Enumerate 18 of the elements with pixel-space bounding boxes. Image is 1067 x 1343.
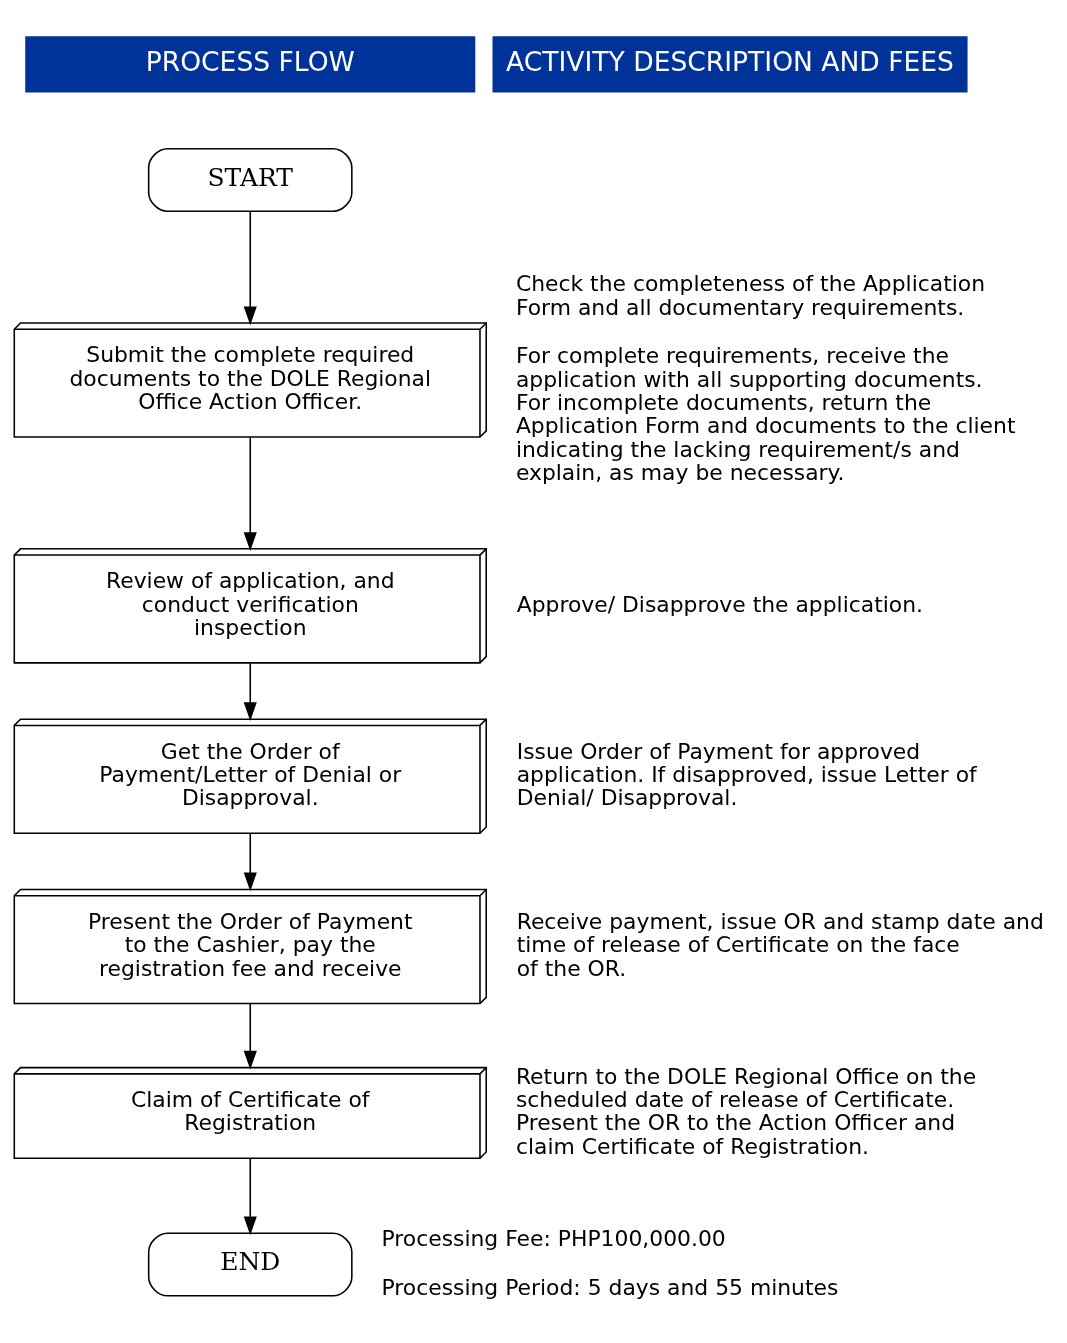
node-label: Receive payment, issue OR and stamp date and time of release of Certificate on the face of the OR. <box>516 908 1044 981</box>
label: PROCESS FLOW <box>145 45 355 77</box>
node-label: Processing Fee: PHP100,000.00 <box>381 1226 726 1252</box>
node-label: Approve/ Disapprove the application. <box>516 591 923 617</box>
node-label: Processing Period: 5 days and 55 minutes <box>381 1274 839 1300</box>
node-label: Check the completeness of the Application Form and all documentary requirements. <box>515 271 986 320</box>
node-label: Return to the DOLE Regional Office on the scheduled date of release of Certificate. Present the OR to the Action Officer and claim Certificate of Registration. <box>515 1063 977 1159</box>
arrow <box>243 436 257 551</box>
node-box: START <box>147 148 353 213</box>
node-label: Issue Order of Payment for approved application. If disapproved, issue Letter of Denial/ Disapproval. <box>516 738 977 811</box>
arrow <box>243 832 257 892</box>
node-box: END <box>147 1232 353 1297</box>
arrow <box>243 1157 257 1236</box>
node-label: For complete requirements, receive the application with all supporting documents. For incomplete documents, return the Application Form and documents to the client indicating the lacking requirement/s and explain, as may be necessary. <box>515 343 1016 486</box>
arrow <box>243 1003 257 1070</box>
arrow <box>243 210 257 326</box>
arrow <box>243 662 257 721</box>
label: ACTIVITY DESCRIPTION AND FEES <box>506 45 954 77</box>
